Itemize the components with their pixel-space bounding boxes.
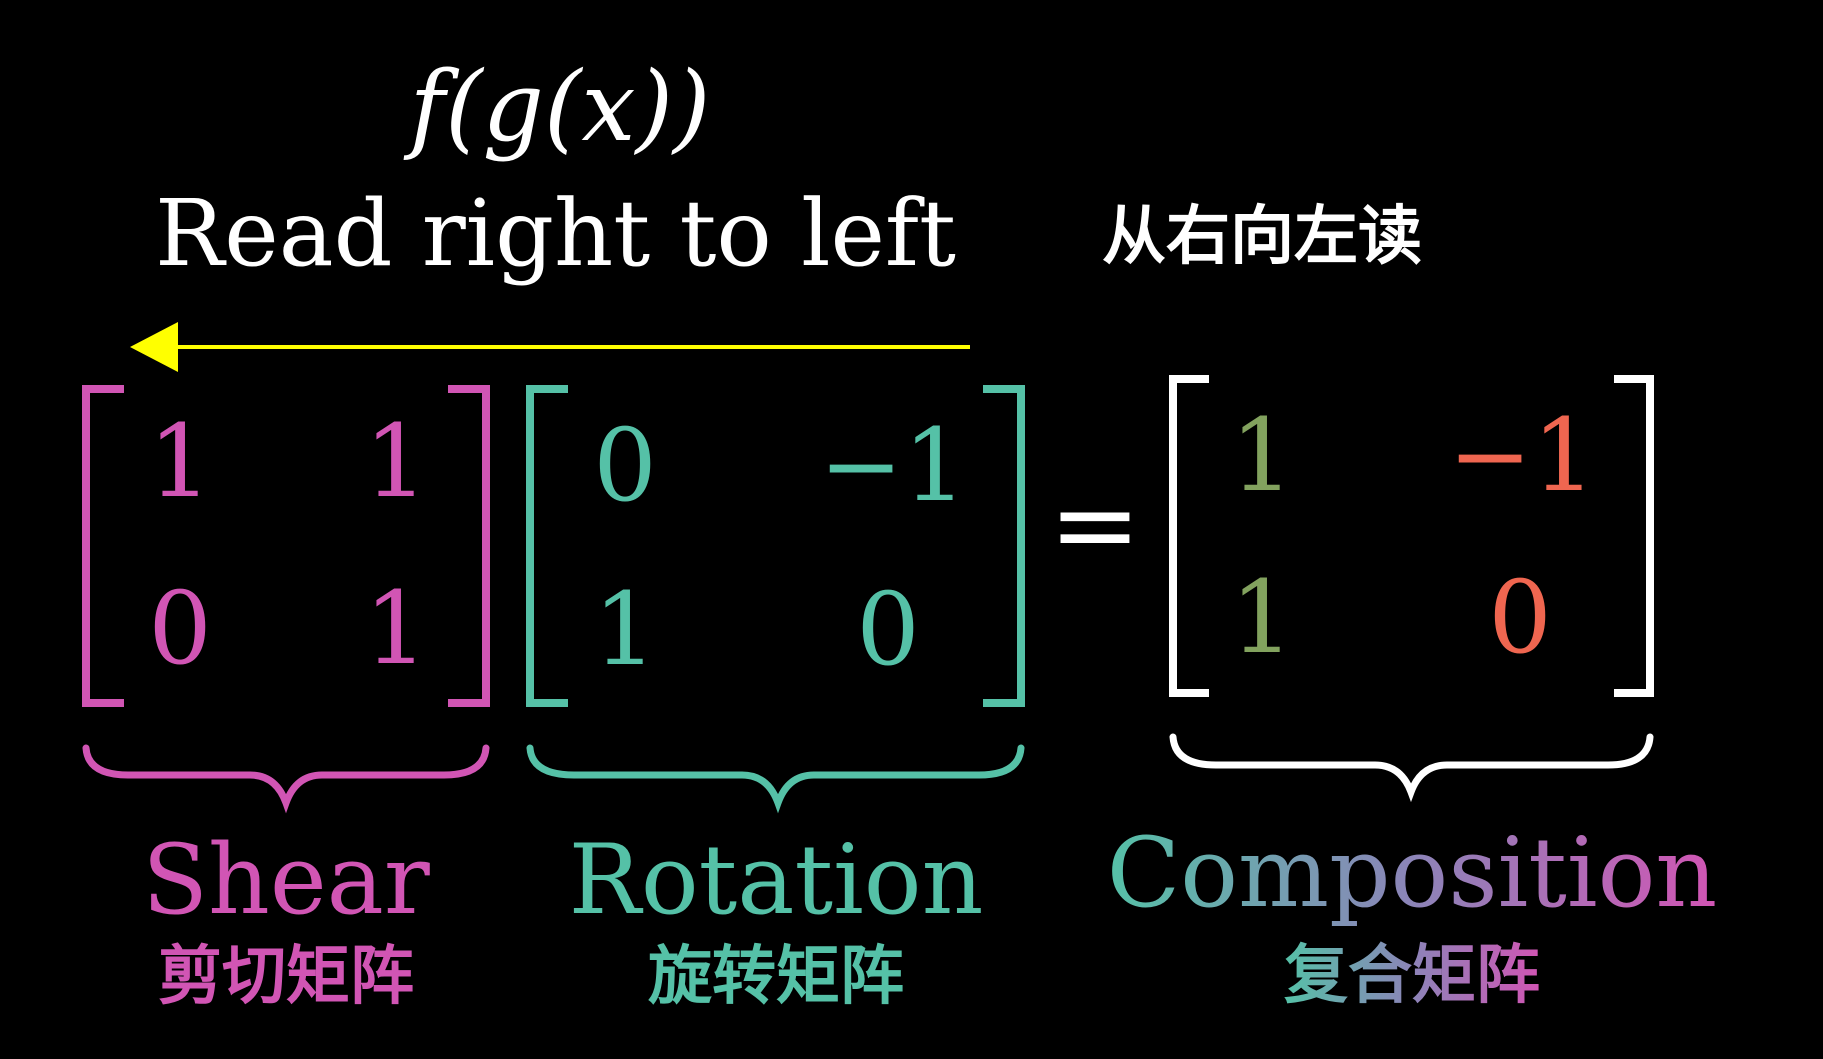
rotation-cell: 0	[856, 571, 920, 688]
composition-label-cn: 复合矩阵	[1284, 939, 1540, 1013]
heading-english: Read right to left	[155, 180, 956, 287]
composition-left-bracket	[1169, 375, 1209, 697]
shear-label: Shear	[142, 824, 430, 936]
composition-cell: 1	[1230, 397, 1294, 514]
shear-left-bracket	[82, 385, 124, 707]
composition-cell: 1	[1230, 559, 1294, 676]
shear-cell: 1	[364, 570, 428, 687]
shear-cell: 1	[148, 403, 212, 520]
shear-label-cn: 剪切矩阵	[158, 940, 414, 1014]
composition-matrix: 1 −1 1 0	[1169, 375, 1654, 697]
heading-chinese: 从右向左读	[1102, 200, 1422, 274]
composition-right-bracket	[1614, 375, 1654, 697]
shear-matrix: 1 1 0 1	[82, 385, 490, 707]
rotation-matrix: 0 −1 1 0	[526, 385, 1025, 707]
rotation-cell: 0	[593, 407, 657, 524]
shear-cell: 0	[148, 570, 212, 687]
shear-cell: 1	[364, 403, 428, 520]
rotation-right-bracket	[983, 385, 1025, 707]
equals-sign: =	[1049, 460, 1141, 588]
rotation-left-bracket	[526, 385, 568, 707]
rotation-label: Rotation	[569, 824, 984, 936]
rotation-underbrace	[526, 744, 1025, 814]
shear-right-bracket	[448, 385, 490, 707]
composition-label: Composition	[1107, 817, 1717, 929]
rotation-cell: 1	[593, 571, 657, 688]
rotation-cell: −1	[819, 407, 966, 524]
composition-underbrace	[1169, 733, 1654, 803]
shear-underbrace	[82, 744, 490, 814]
left-arrow-icon	[130, 322, 970, 372]
composition-cell: −1	[1448, 397, 1595, 514]
formula: f(g(x))	[404, 51, 711, 163]
composition-cell: 0	[1488, 559, 1552, 676]
rotation-label-cn: 旋转矩阵	[648, 940, 904, 1014]
